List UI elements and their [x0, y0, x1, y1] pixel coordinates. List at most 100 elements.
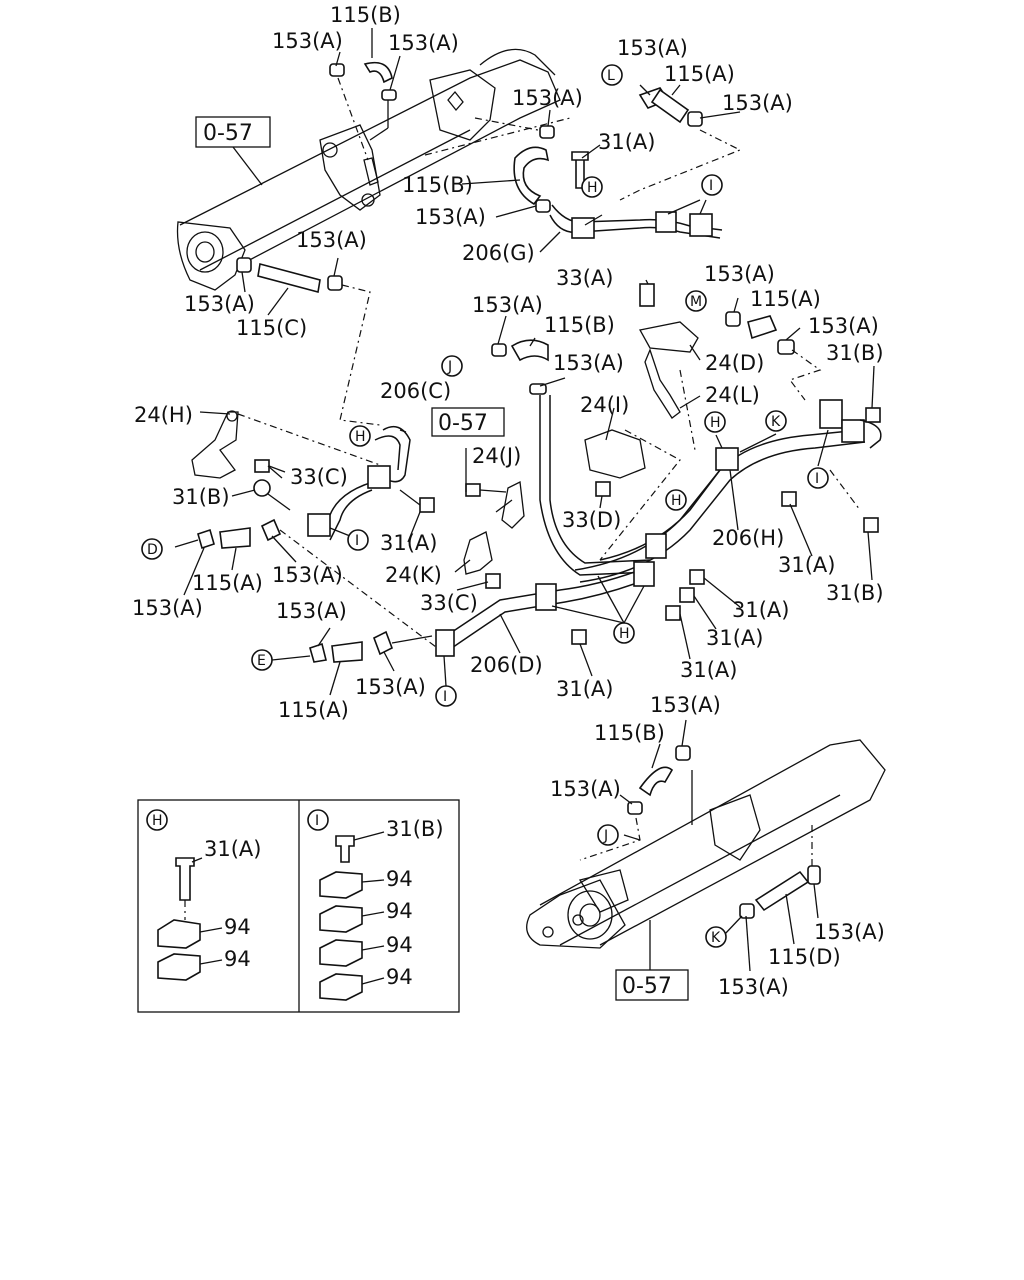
callout-I: I	[435, 685, 457, 707]
bolt-31a	[781, 491, 797, 507]
label: 115(C)	[236, 316, 307, 340]
label: 31(B)	[172, 485, 230, 509]
bolt-33d	[595, 481, 611, 497]
callout-H: H	[349, 425, 371, 447]
label: 153(A)	[722, 91, 793, 115]
callout-H: H	[146, 809, 168, 831]
ref-box-label: 0-57	[438, 411, 488, 436]
clamp-94	[655, 211, 677, 233]
clamp-94-detail	[319, 905, 363, 933]
svg-text:H: H	[619, 626, 630, 642]
label: 31(B)	[826, 581, 884, 605]
clamp-153a	[260, 518, 282, 542]
bracket-24l	[644, 348, 681, 419]
clamp-94-detail	[319, 871, 363, 899]
label: 31(A)	[556, 677, 613, 701]
label: 115(A)	[278, 698, 349, 722]
bolt-33c	[465, 483, 481, 497]
clamp-153a	[725, 311, 741, 327]
clamp-153a	[381, 89, 397, 101]
label: 33(D)	[562, 508, 621, 532]
ref-box-label: 0-57	[203, 121, 253, 146]
clamp-153a	[236, 257, 252, 273]
label: 153(A)	[184, 292, 255, 316]
svg-text:L: L	[607, 68, 615, 84]
svg-text:H: H	[355, 429, 366, 445]
label: 115(B)	[544, 313, 615, 337]
bolt-33c	[485, 573, 501, 589]
hose-115b-mid	[510, 339, 549, 362]
egr-cooler-top	[176, 48, 561, 291]
label: 31(A)	[598, 130, 655, 154]
clamp-153a	[327, 275, 343, 291]
label: 115(A)	[664, 62, 735, 86]
clamp-94	[307, 513, 331, 537]
label: 153(A)	[355, 675, 426, 699]
clamp-153a	[777, 339, 795, 355]
callout-D: D	[141, 538, 163, 560]
clamp-94	[645, 533, 667, 559]
clamp-153a	[687, 111, 703, 127]
hose-115b-bottom	[638, 766, 674, 797]
clamp-153a	[197, 528, 215, 550]
label: 153(A)	[553, 351, 624, 375]
label: 31(A)	[680, 658, 737, 682]
svg-text:H: H	[710, 415, 721, 431]
clamp-94	[841, 419, 865, 443]
callout-L: L	[601, 64, 623, 86]
svg-text:H: H	[587, 180, 598, 196]
label: 31(B)	[386, 817, 444, 841]
clamp-153a	[807, 865, 821, 885]
label: 153(A)	[617, 36, 688, 60]
label: 115(B)	[330, 3, 401, 27]
label: 153(A)	[512, 86, 583, 110]
hose-115b-top	[363, 61, 393, 84]
bolt-31a	[419, 497, 435, 513]
label: 24(K)	[385, 563, 442, 587]
clamp-153a	[491, 343, 507, 357]
label: 31(B)	[826, 341, 884, 365]
hose-115a	[331, 641, 363, 663]
callout-J: J	[441, 355, 463, 377]
hose-115b	[513, 146, 550, 206]
label: 24(D)	[705, 351, 764, 375]
bolt-31b	[865, 407, 881, 423]
label: 94	[224, 947, 251, 971]
label: 31(A)	[778, 553, 835, 577]
callout-I: I	[701, 174, 723, 196]
callout-I: I	[307, 809, 329, 831]
label: 24(H)	[134, 403, 193, 427]
clamp-94	[367, 465, 391, 489]
bolt-33c	[254, 459, 270, 473]
clamp-94-detail	[157, 953, 201, 981]
clamp-94	[633, 561, 655, 587]
svg-text:K: K	[711, 930, 721, 946]
label: 31(A)	[380, 531, 437, 555]
svg-text:I: I	[355, 533, 359, 549]
clamp-94	[689, 213, 713, 237]
callout-H: H	[665, 489, 687, 511]
label: 206(H)	[712, 526, 784, 550]
callout-I: I	[807, 467, 829, 489]
label: 24(J)	[472, 444, 521, 468]
label: 153(A)	[296, 228, 367, 252]
svg-text:D: D	[147, 542, 158, 558]
label: 24(I)	[580, 393, 629, 417]
clamp-153a	[739, 903, 755, 919]
label: 153(A)	[704, 262, 775, 286]
label: 153(A)	[415, 205, 486, 229]
label: 33(A)	[556, 266, 613, 290]
bolt-31b	[253, 479, 271, 497]
ref-box-0-57-bottom	[615, 969, 689, 1001]
bolt-31a	[665, 605, 681, 621]
ref-box-0-57-mid	[431, 407, 505, 437]
bracket-24h	[191, 411, 239, 479]
hose-115c	[257, 263, 321, 293]
clamp-94	[435, 629, 455, 657]
callouts: L H I M J H K I D I H E I H H J K H I	[141, 64, 829, 948]
callout-J: J	[597, 824, 619, 846]
svg-text:I: I	[443, 689, 447, 705]
label: 115(A)	[750, 287, 821, 311]
svg-text:J: J	[447, 359, 452, 375]
